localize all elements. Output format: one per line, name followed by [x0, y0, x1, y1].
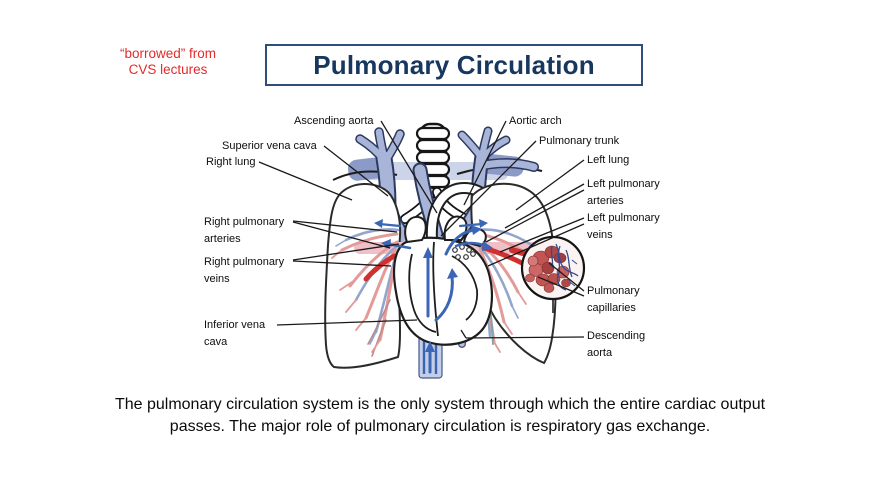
lecture-note-line2: CVS lectures: [128, 61, 208, 77]
label-right-pulmonary-veins: Right pulmonary veins: [204, 256, 285, 285]
right-lung-vessel-tree: [331, 228, 400, 357]
label-aortic-arch: Aortic arch: [509, 115, 562, 127]
label-descending-aorta: Descending aorta: [587, 330, 646, 359]
label-pulmonary-capillaries: Pulmonary capillaries: [587, 285, 640, 314]
label-pulmonary-trunk: Pulmonary trunk: [539, 135, 620, 147]
caption: The pulmonary circulation system is the …: [114, 396, 766, 435]
right-lung-shape: [324, 183, 402, 369]
label-ascending-aorta: Ascending aorta: [294, 115, 374, 127]
page-title: Pulmonary Circulation: [313, 49, 595, 80]
label-right-pulmonary-arteries: Right pulmonary arteries: [204, 216, 285, 245]
blood-flow-arrows: [374, 219, 493, 374]
label-left-lung: Left lung: [587, 154, 630, 166]
label-left-pulmonary-arteries: Left pulmonary arteries: [587, 178, 660, 207]
label-left-pulmonary-veins: Left pulmonary veins: [587, 212, 660, 241]
label-right-lung: Right lung: [206, 156, 256, 168]
leader-lines: [258, 120, 585, 339]
label-superior-vena-cava: Superior vena cava: [222, 140, 317, 152]
label-inferior-vena-cava: Inferior vena cava: [204, 319, 266, 348]
title-box: Pulmonary Circulation: [265, 44, 643, 86]
valve-dots: [452, 244, 476, 260]
lecture-note-line1: “borrowed” from: [119, 46, 217, 61]
heart-shape: [392, 215, 493, 346]
lecture-note: “borrowed” from CVS lectures: [100, 46, 236, 77]
